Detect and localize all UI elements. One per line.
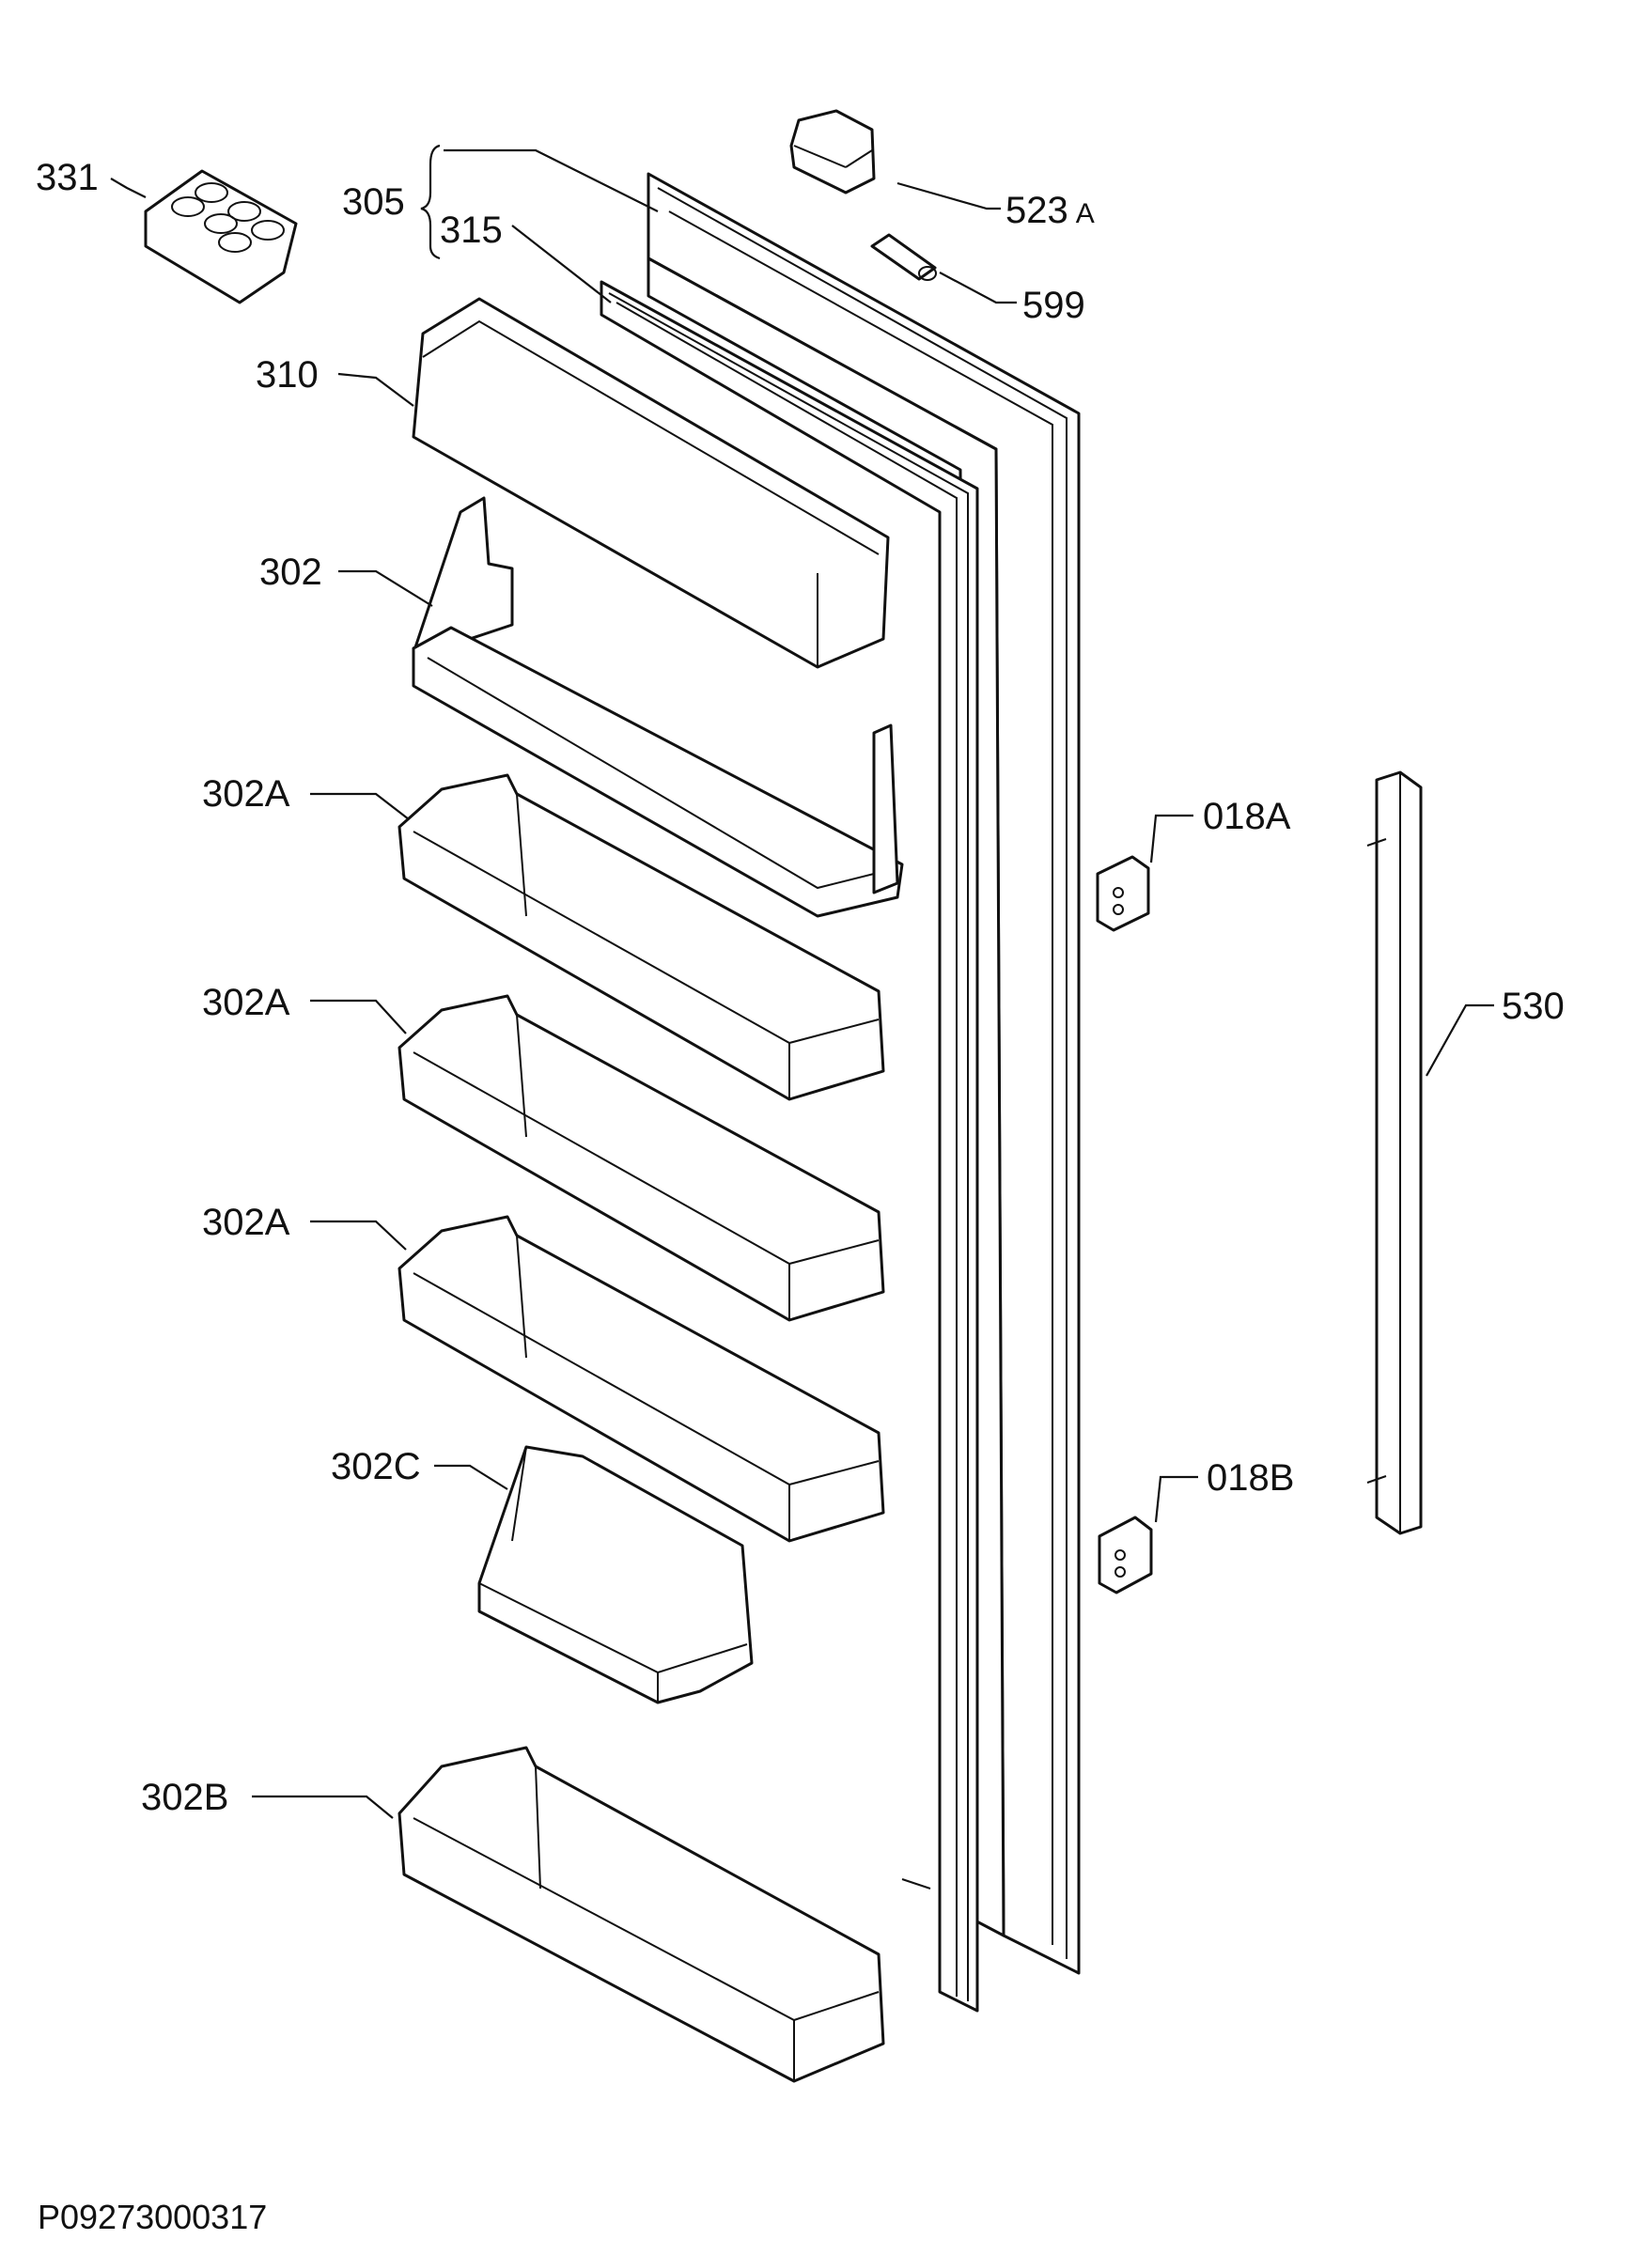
callout-302c: 302C (331, 1446, 421, 1487)
callout-302a-2: 302A (202, 982, 290, 1023)
egg-tray-331 (144, 169, 298, 304)
small-bin-302c (477, 1445, 754, 1704)
callout-018a: 018A (1203, 796, 1291, 837)
callout-310: 310 (256, 354, 319, 396)
door-shelf-302a-1 (397, 773, 885, 1101)
door-shelf-302a-2 (397, 994, 885, 1322)
hinge-018b (1098, 1516, 1153, 1594)
hinge-018a (1096, 855, 1150, 932)
bottle-shelf-302b (397, 1746, 885, 2083)
callout-302: 302 (259, 552, 322, 593)
callout-302a-3: 302A (202, 1202, 290, 1243)
door-shelf-302a-3 (397, 1215, 885, 1543)
callout-302b: 302B (141, 1777, 228, 1818)
handle-530 (1366, 770, 1423, 1535)
cover-523a (789, 109, 876, 194)
callout-305: 305 (342, 181, 405, 223)
reference-code: P09273000317 (38, 2198, 267, 2236)
door-gasket-315 (600, 280, 979, 2013)
callout-302a-1: 302A (202, 773, 290, 815)
callout-315: 315 (440, 210, 503, 251)
dairy-compartment-310 (412, 297, 890, 669)
door-shelf-302 (412, 496, 904, 918)
callout-599: 599 (1022, 285, 1085, 326)
pin-599 (870, 233, 937, 281)
leader-lines (110, 144, 1494, 1819)
callout-331: 331 (36, 157, 99, 198)
callout-530: 530 (1502, 986, 1565, 1027)
callout-018b: 018B (1207, 1457, 1294, 1499)
